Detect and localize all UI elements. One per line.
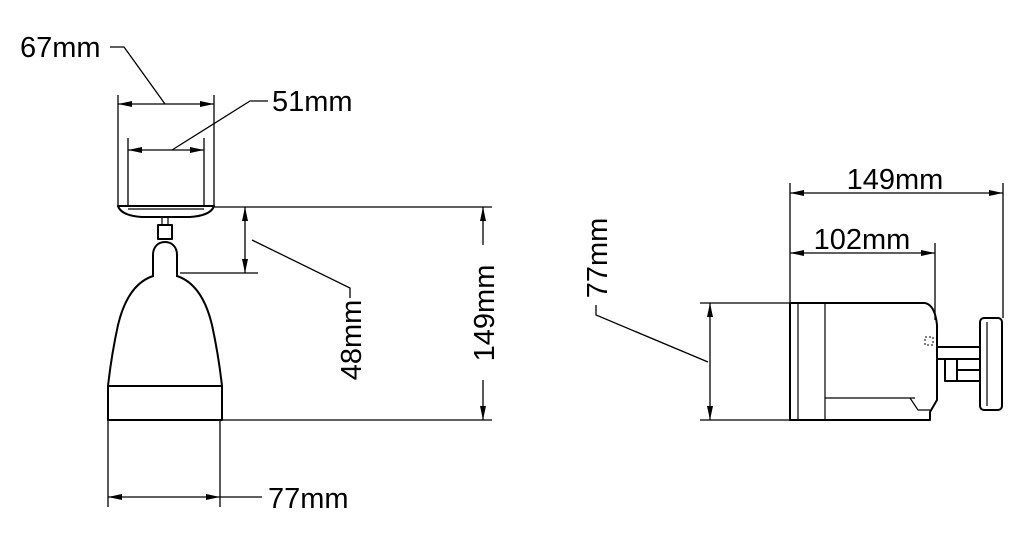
label-width-overall: 67mm — [20, 32, 101, 64]
side-body — [789, 302, 938, 421]
front-stem — [161, 217, 169, 225]
side-mount-arm-lower — [956, 369, 981, 382]
side-mount-arm — [936, 346, 981, 360]
label-height: 149mm — [469, 265, 501, 362]
leader-67 — [110, 46, 166, 105]
label-body-width: 77mm — [268, 483, 349, 515]
label-side-height: 77mm — [582, 218, 614, 299]
side-detail-marker — [924, 336, 934, 346]
front-body-dome — [107, 275, 223, 387]
label-side-length-overall: 149mm — [847, 164, 944, 196]
leader-48 — [251, 239, 351, 298]
leader-side-77 — [595, 305, 709, 363]
front-joint — [157, 224, 173, 240]
leader-51 — [171, 100, 268, 151]
front-neck — [152, 241, 178, 277]
side-bottom-detail — [909, 397, 930, 411]
label-width-base: 51mm — [272, 86, 353, 118]
front-mount-plate — [117, 205, 215, 218]
side-mount-joint — [944, 358, 958, 382]
label-side-body-length: 102mm — [814, 224, 911, 256]
front-view: 67mm 51mm 48mm 149mm 77mm — [20, 32, 501, 515]
label-neck-height: 48mm — [336, 300, 368, 381]
side-wall-plate — [979, 317, 1003, 411]
side-view: 149mm 102mm 77mm — [582, 164, 1004, 421]
front-body-band — [107, 385, 223, 421]
